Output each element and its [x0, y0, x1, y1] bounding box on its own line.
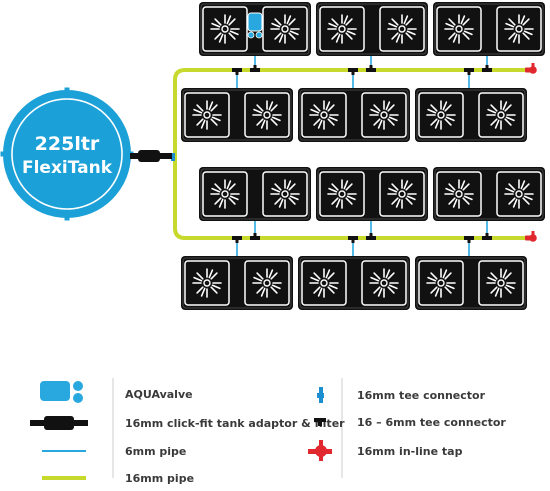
tray-row-2	[181, 88, 527, 142]
tee-connector-16-6mm-icon	[232, 236, 242, 243]
flower-pot-icon	[415, 88, 527, 142]
flower-pot-icon	[298, 88, 410, 142]
flower-pot-icon	[433, 2, 545, 56]
tee-connector-16-6mm-icon	[314, 418, 326, 426]
flower-pot-icon	[433, 167, 545, 221]
tee-connector-16-6mm-icon	[482, 233, 492, 240]
aquavalve-icon	[247, 12, 263, 39]
inline-tap-icon	[525, 231, 537, 242]
flower-pot-icon	[181, 256, 293, 310]
legend-aquavalve-label: AQUAvalve	[125, 388, 193, 401]
flexitank: 225ltr FlexiTank	[0, 87, 134, 221]
legend-6mm-pipe-label: 6mm pipe	[125, 445, 186, 458]
tee-connector-16-6mm-icon	[348, 68, 358, 75]
tee-connector-16-6mm-icon	[348, 236, 358, 243]
flower-pot-icon	[316, 167, 428, 221]
tee-connector-16mm-icon	[171, 153, 175, 161]
tank-capacity-label: 225ltr	[35, 133, 100, 155]
pipe-6mm-branches	[236, 48, 488, 256]
tee-connector-16-6mm-icon	[250, 233, 260, 240]
inline-tap-icon	[525, 63, 537, 74]
flower-pot-icon	[298, 256, 410, 310]
tee-connector-16mm-icon	[317, 387, 324, 403]
legend-tank-adaptor-label: 16mm click-fit tank adaptor & filter	[125, 417, 345, 430]
tee-connector-16-6mm-icon	[482, 65, 492, 72]
legend-16mm-tee-label: 16mm tee connector	[357, 389, 486, 402]
tray-row-4	[181, 256, 527, 310]
tank-adaptor-icon	[30, 416, 88, 430]
aquavalve-icon	[40, 381, 83, 403]
legend: AQUAvalve 16mm click-fit tank adaptor & …	[30, 378, 506, 485]
legend-16-6mm-tee-label: 16 – 6mm tee connector	[357, 416, 506, 429]
pipe-16mm-network	[170, 68, 532, 240]
tray-row-3	[199, 167, 545, 221]
tee-connector-16-6mm-icon	[232, 68, 242, 75]
flower-pot-icon	[199, 167, 311, 221]
flower-pot-icon	[415, 256, 527, 310]
tee-connector-16-6mm-icon	[464, 236, 474, 243]
tee-connector-16-6mm-icon	[366, 65, 376, 72]
legend-16mm-pipe-label: 16mm pipe	[125, 472, 194, 485]
tank-adaptor-icon	[130, 150, 172, 162]
flower-pot-icon	[316, 2, 428, 56]
legend-inline-tap-label: 16mm in-line tap	[357, 445, 463, 458]
tee-connector-16-6mm-icon	[366, 233, 376, 240]
inline-tap-icon	[308, 440, 332, 461]
tee-connector-16-6mm-icon	[250, 65, 260, 72]
tank-name-label: FlexiTank	[22, 158, 113, 178]
tee-connector-16-6mm-icon	[464, 68, 474, 75]
flower-pot-icon	[181, 88, 293, 142]
